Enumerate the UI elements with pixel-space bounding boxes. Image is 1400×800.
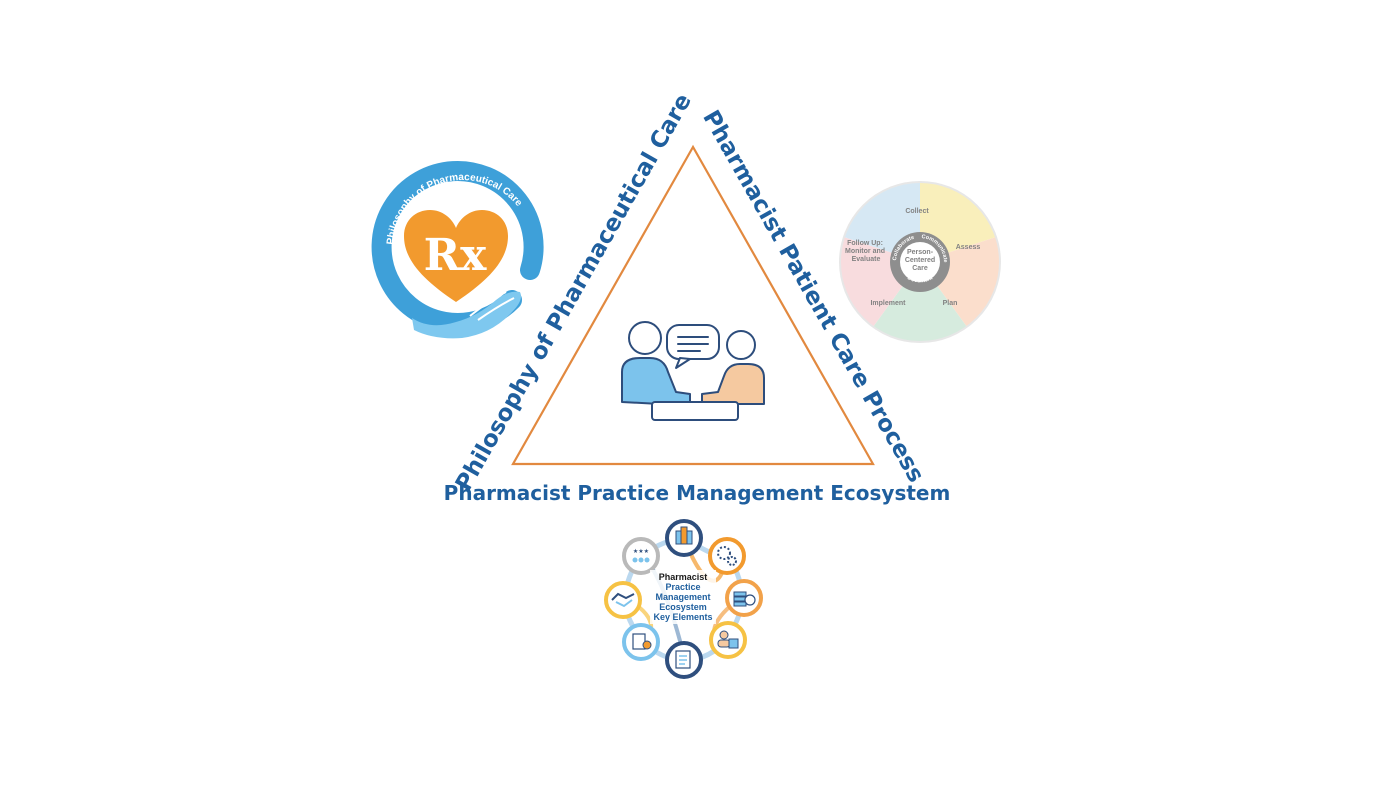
eco-title-line-4: Ecosystem: [659, 602, 707, 612]
eco-title-line-1: Pharmacist: [659, 572, 708, 582]
element-report-node: [622, 623, 660, 661]
element-people-node: [709, 621, 747, 659]
element-finance-node: [725, 579, 763, 617]
ring-label-document: Document: [906, 275, 934, 284]
step-plan: Plan: [943, 300, 958, 307]
svg-text:★★★: ★★★: [633, 548, 649, 555]
center-line-3: Care: [912, 265, 928, 272]
ppcp-wheel: Collaborate Communicate Document Person-…: [839, 181, 1001, 343]
step-implement: Implement: [870, 300, 906, 307]
philosophy-logo: Philosophy of Pharmaceutical Care Rx: [371, 160, 544, 339]
eco-title-line-5: Key Elements: [653, 612, 712, 622]
bottom-label: Pharmacist Practice Management Ecosystem: [444, 481, 951, 505]
step-assess: Assess: [956, 244, 981, 251]
center-line-1: Person-: [907, 249, 934, 256]
central-triangle: [511, 144, 875, 466]
element-gears-node: [708, 537, 746, 575]
rx-symbol: Rx: [424, 230, 488, 281]
step-follow-up: Follow Up: Monitor and Evaluate: [845, 240, 887, 263]
center-line-2: Centered: [905, 257, 935, 264]
element-handshake-node: [604, 581, 642, 619]
eco-title-line-2: Practice: [665, 582, 700, 592]
hand-icon: [412, 291, 521, 339]
consultation-icon: [621, 321, 765, 421]
left-side-label: Philosophy of Pharmaceutical Care: [451, 89, 697, 495]
element-building-node: [665, 519, 703, 557]
element-document-node: [665, 641, 703, 679]
heart-icon: [404, 210, 508, 302]
eco-title-line-3: Management: [655, 592, 710, 602]
element-rating-node: ★★★: [622, 537, 660, 575]
step-collect: Collect: [905, 208, 929, 215]
ecosystem-wheel: ★★★ Pharmacist Practice Management Ecosy…: [604, 519, 763, 679]
